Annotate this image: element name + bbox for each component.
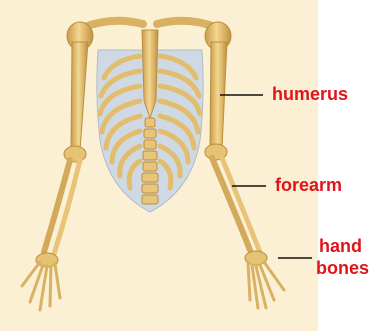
forearm-label: forearm xyxy=(275,175,342,195)
hand-bones-label-line2: bones xyxy=(316,258,369,278)
humerus-label: humerus xyxy=(272,84,348,104)
hand-bones-label-line1: hand xyxy=(319,236,362,256)
